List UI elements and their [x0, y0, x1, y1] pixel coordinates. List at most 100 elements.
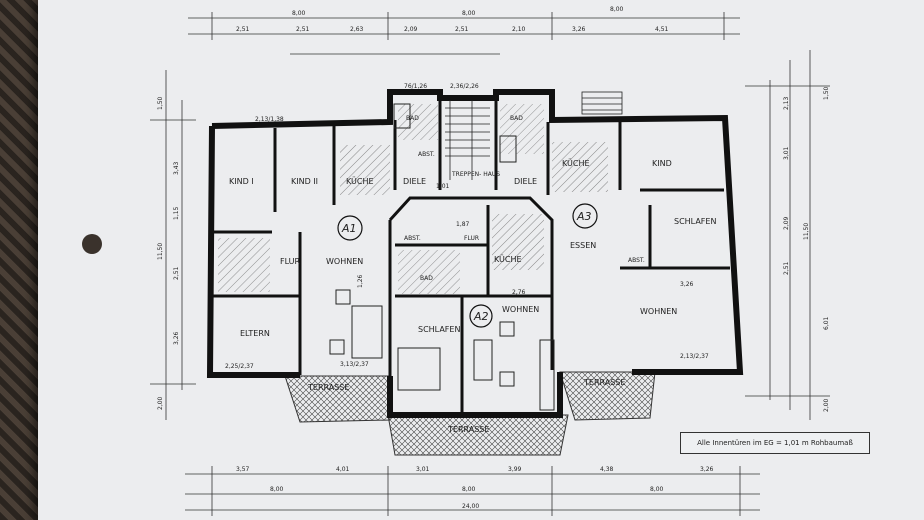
- room-schlafen-a2: SCHLAFEN: [418, 325, 460, 334]
- size-11: 76/1,26: [404, 83, 427, 90]
- unit-a1-label: A1: [341, 222, 357, 235]
- dim-right-3: 2,09: [783, 216, 790, 230]
- dim-right-1: 2,13: [783, 96, 790, 110]
- dim-bottom-2: 4,01: [336, 466, 350, 473]
- dim-left-2: 3,43: [173, 161, 180, 175]
- size-9: 1,87: [456, 221, 470, 228]
- size-4: 2,76: [512, 289, 526, 296]
- size-1: 2,13/1,38: [255, 116, 284, 123]
- kueche-a1-hatch: [340, 145, 390, 195]
- dim-top-6: 2,10: [512, 26, 526, 33]
- room-kueche-a3: KÜCHE: [562, 158, 590, 168]
- dim-bottom-1: 3,57: [236, 466, 250, 473]
- inner-walls: [212, 98, 730, 415]
- dim-top-2: 2,51: [296, 26, 310, 33]
- dim-bottom-total-2: 8,00: [462, 486, 476, 493]
- bottom-dimension-lines: [185, 466, 760, 516]
- dim-bottom-total-1: 8,00: [270, 486, 284, 493]
- unit-a3-label: A3: [576, 210, 592, 223]
- room-bad-a1: BAD: [406, 115, 419, 122]
- kueche-a3-hatch: [552, 142, 608, 192]
- room-treppenhaus: TREPPEN- HAUS: [451, 171, 500, 178]
- kueche-a2-hatch: [492, 214, 544, 270]
- label-terrasse-left: TERRASSE: [307, 383, 349, 392]
- top-dimension-lines: [188, 12, 740, 55]
- room-abst-a2: ABST.: [404, 235, 421, 242]
- dim-bottom-6: 3,26: [700, 466, 714, 473]
- terrasse-center: [387, 414, 569, 456]
- bad-flur-hatch: [218, 238, 270, 292]
- dim-left-4: 2,51: [173, 266, 180, 280]
- room-flur: FLUR: [280, 257, 301, 266]
- room-wohnen-a1: WOHNEN: [326, 257, 363, 266]
- unit-a2-label: A2: [473, 310, 489, 323]
- size-8: 1,01: [436, 183, 450, 190]
- size-7: 1,26: [357, 274, 364, 288]
- room-diele-a1: DIELE: [403, 177, 426, 186]
- dim-right-7: 2,00: [823, 398, 830, 412]
- left-dimension-lines: [150, 70, 196, 420]
- label-terrasse-right: TERRASSE: [583, 378, 625, 387]
- dim-top-total-3: 8,00: [610, 6, 624, 13]
- dim-bottom-overall: 24,00: [462, 503, 479, 510]
- furniture: [329, 103, 555, 411]
- dim-top-total-2: 8,00: [462, 10, 476, 17]
- dim-top-total-1: 8,00: [292, 10, 306, 17]
- dim-top-7: 3,26: [572, 26, 586, 33]
- dim-top-1: 2,51: [236, 26, 250, 33]
- unit-a3-circle: [572, 203, 598, 229]
- room-kueche-a2: KÜCHE: [494, 254, 522, 264]
- room-abst-a1: ABST.: [418, 151, 435, 158]
- unit-a1-circle: [337, 215, 363, 241]
- dim-right-8: 1,50: [823, 86, 830, 100]
- dim-left-7: 2,00: [157, 396, 164, 410]
- dim-top-3: 2,63: [350, 26, 364, 33]
- dim-top-5: 2,51: [455, 26, 469, 33]
- note-box: Alle Innentüren im EG = 1,01 m Rohbaumaß: [680, 432, 870, 454]
- dim-left-6: 11,50: [157, 243, 164, 260]
- room-abst-a3: ABST.: [628, 257, 645, 264]
- outer-walls: [206, 89, 744, 418]
- size-3: 2,25/2,37: [225, 363, 254, 370]
- right-dimension-lines: [745, 50, 830, 420]
- terrasse-right: [559, 371, 656, 421]
- room-flur-a2: FLUR: [464, 235, 479, 242]
- room-wohnen-a3: WOHNEN: [640, 307, 677, 316]
- dim-right-5: 6,01: [823, 316, 830, 330]
- dim-bottom-3: 3,01: [416, 466, 430, 473]
- stairs: [445, 91, 623, 180]
- room-schlafen-a3: SCHLAFEN: [674, 217, 716, 226]
- size-6: 2,13/2,37: [680, 353, 709, 360]
- unit-a2-circle: [469, 304, 493, 328]
- room-essen: ESSEN: [570, 241, 596, 250]
- room-kind-ii: KIND II: [291, 177, 318, 186]
- room-eltern: ELTERN: [240, 329, 270, 338]
- dim-top-8: 4,51: [655, 26, 669, 33]
- dim-bottom-4: 3,99: [508, 466, 522, 473]
- room-wohnen-a2: WOHNEN: [502, 305, 539, 314]
- dim-right-4: 2,51: [783, 261, 790, 275]
- room-bad-a3: BAD: [510, 115, 523, 122]
- dim-top-4: 2,09: [404, 26, 418, 33]
- dim-right-2: 3,01: [783, 146, 790, 160]
- dim-bottom-5: 4,38: [600, 466, 614, 473]
- size-10: 2,36/2,26: [450, 83, 479, 90]
- dim-left-5: 3,26: [173, 331, 180, 345]
- dim-bottom-total-3: 8,00: [650, 486, 664, 493]
- bad-a2-hatch: [398, 250, 460, 294]
- room-kind-i: KIND I: [229, 177, 254, 186]
- room-bad-a2: BAD: [420, 275, 433, 282]
- room-kueche-a1: KÜCHE: [346, 176, 374, 186]
- bad-a1-hatch: [398, 104, 438, 140]
- size-5: 3,26: [680, 281, 694, 288]
- label-terrasse-center: TERRASSE: [447, 425, 489, 434]
- dim-left-3: 1,15: [173, 206, 180, 220]
- dim-right-6: 11,50: [803, 223, 810, 240]
- room-kind-a3: KIND: [652, 159, 672, 168]
- dim-left-1: 1,50: [157, 96, 164, 110]
- punch-hole: [82, 234, 102, 254]
- room-diele-a3: DIELE: [514, 177, 537, 186]
- bad-a3-hatch: [500, 104, 544, 154]
